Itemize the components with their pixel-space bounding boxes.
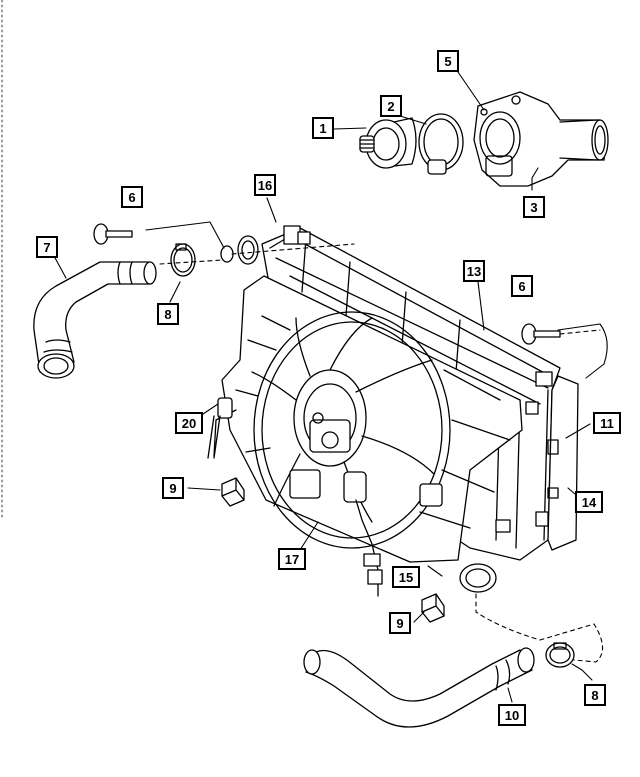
radiator-bracket-part bbox=[547, 375, 579, 551]
callout-14: 14 bbox=[575, 491, 603, 513]
callout-8-lower: 8 bbox=[584, 684, 606, 706]
callout-3: 3 bbox=[523, 196, 545, 218]
radiator-outlet-part bbox=[459, 563, 497, 593]
callout-2: 2 bbox=[380, 95, 402, 117]
hose-clamp-part-upper bbox=[170, 243, 196, 277]
callout-17: 17 bbox=[278, 548, 306, 570]
callout-20: 20 bbox=[175, 412, 203, 434]
thermostat-housing-part bbox=[473, 91, 609, 187]
isolator-part-bottom bbox=[421, 593, 445, 623]
callout-13: 13 bbox=[463, 260, 485, 282]
thermostat-part bbox=[359, 117, 417, 169]
callout-11: 11 bbox=[593, 412, 621, 434]
callout-16: 16 bbox=[254, 174, 276, 196]
hose-clamp-part-lower bbox=[545, 642, 575, 668]
callout-8-upper: 8 bbox=[157, 303, 179, 325]
lower-radiator-hose-part bbox=[303, 647, 535, 728]
isolator-part-left bbox=[221, 477, 245, 507]
callout-6-right: 6 bbox=[511, 275, 533, 297]
callout-9-left: 9 bbox=[162, 477, 184, 499]
callout-6-left: 6 bbox=[121, 186, 143, 208]
upper-radiator-hose-part bbox=[33, 261, 157, 379]
callout-15: 15 bbox=[392, 566, 420, 588]
mount-pin-part bbox=[207, 397, 233, 459]
bolt-part-right bbox=[521, 323, 561, 345]
callout-9-bottom: 9 bbox=[389, 612, 411, 634]
fan-assembly-part bbox=[251, 317, 443, 597]
bolt-part-left bbox=[93, 223, 133, 245]
callout-5: 5 bbox=[437, 50, 459, 72]
leader-lines bbox=[53, 71, 608, 703]
callout-1: 1 bbox=[312, 117, 334, 139]
small-fitting bbox=[220, 235, 259, 265]
callout-7: 7 bbox=[36, 236, 58, 258]
thermostat-seal-part bbox=[418, 113, 464, 175]
callout-10: 10 bbox=[498, 704, 526, 726]
